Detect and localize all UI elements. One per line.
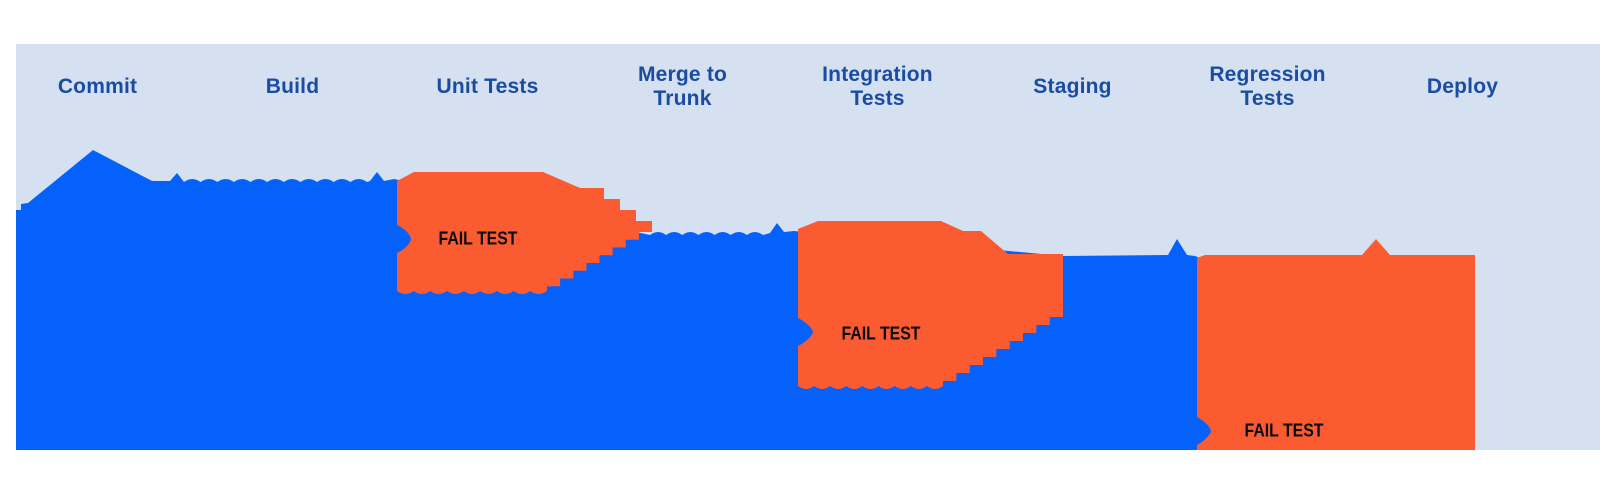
- fail-test-label-integration-tests: FAIL TEST: [841, 323, 921, 344]
- stage-label-commit: Commit: [57, 74, 138, 98]
- fail-block-unit-tests: [397, 172, 652, 294]
- stage-label-merge-to-trunk: Merge to Trunk: [637, 62, 728, 110]
- stage-label-staging: Staging: [1033, 74, 1112, 98]
- stage-label-integration-tests: Integration Tests: [822, 62, 933, 110]
- stage-label-build: Build: [265, 74, 320, 98]
- stage-label-regression-tests: Regression Tests: [1209, 62, 1326, 110]
- stream-flow-shape: [16, 150, 1470, 450]
- fail-test-label-regression-tests: FAIL TEST: [1244, 420, 1324, 441]
- fail-block-integration-tests: [798, 221, 1063, 389]
- stage-label-unit-tests: Unit Tests: [436, 74, 539, 98]
- fail-test-label-unit-tests: FAIL TEST: [438, 228, 518, 249]
- fail-block-regression-tests: [1197, 239, 1475, 450]
- stage-labels-row: Commit Build Unit Tests Merge to Trunk I…: [0, 56, 1560, 118]
- stage-label-deploy: Deploy: [1426, 74, 1499, 98]
